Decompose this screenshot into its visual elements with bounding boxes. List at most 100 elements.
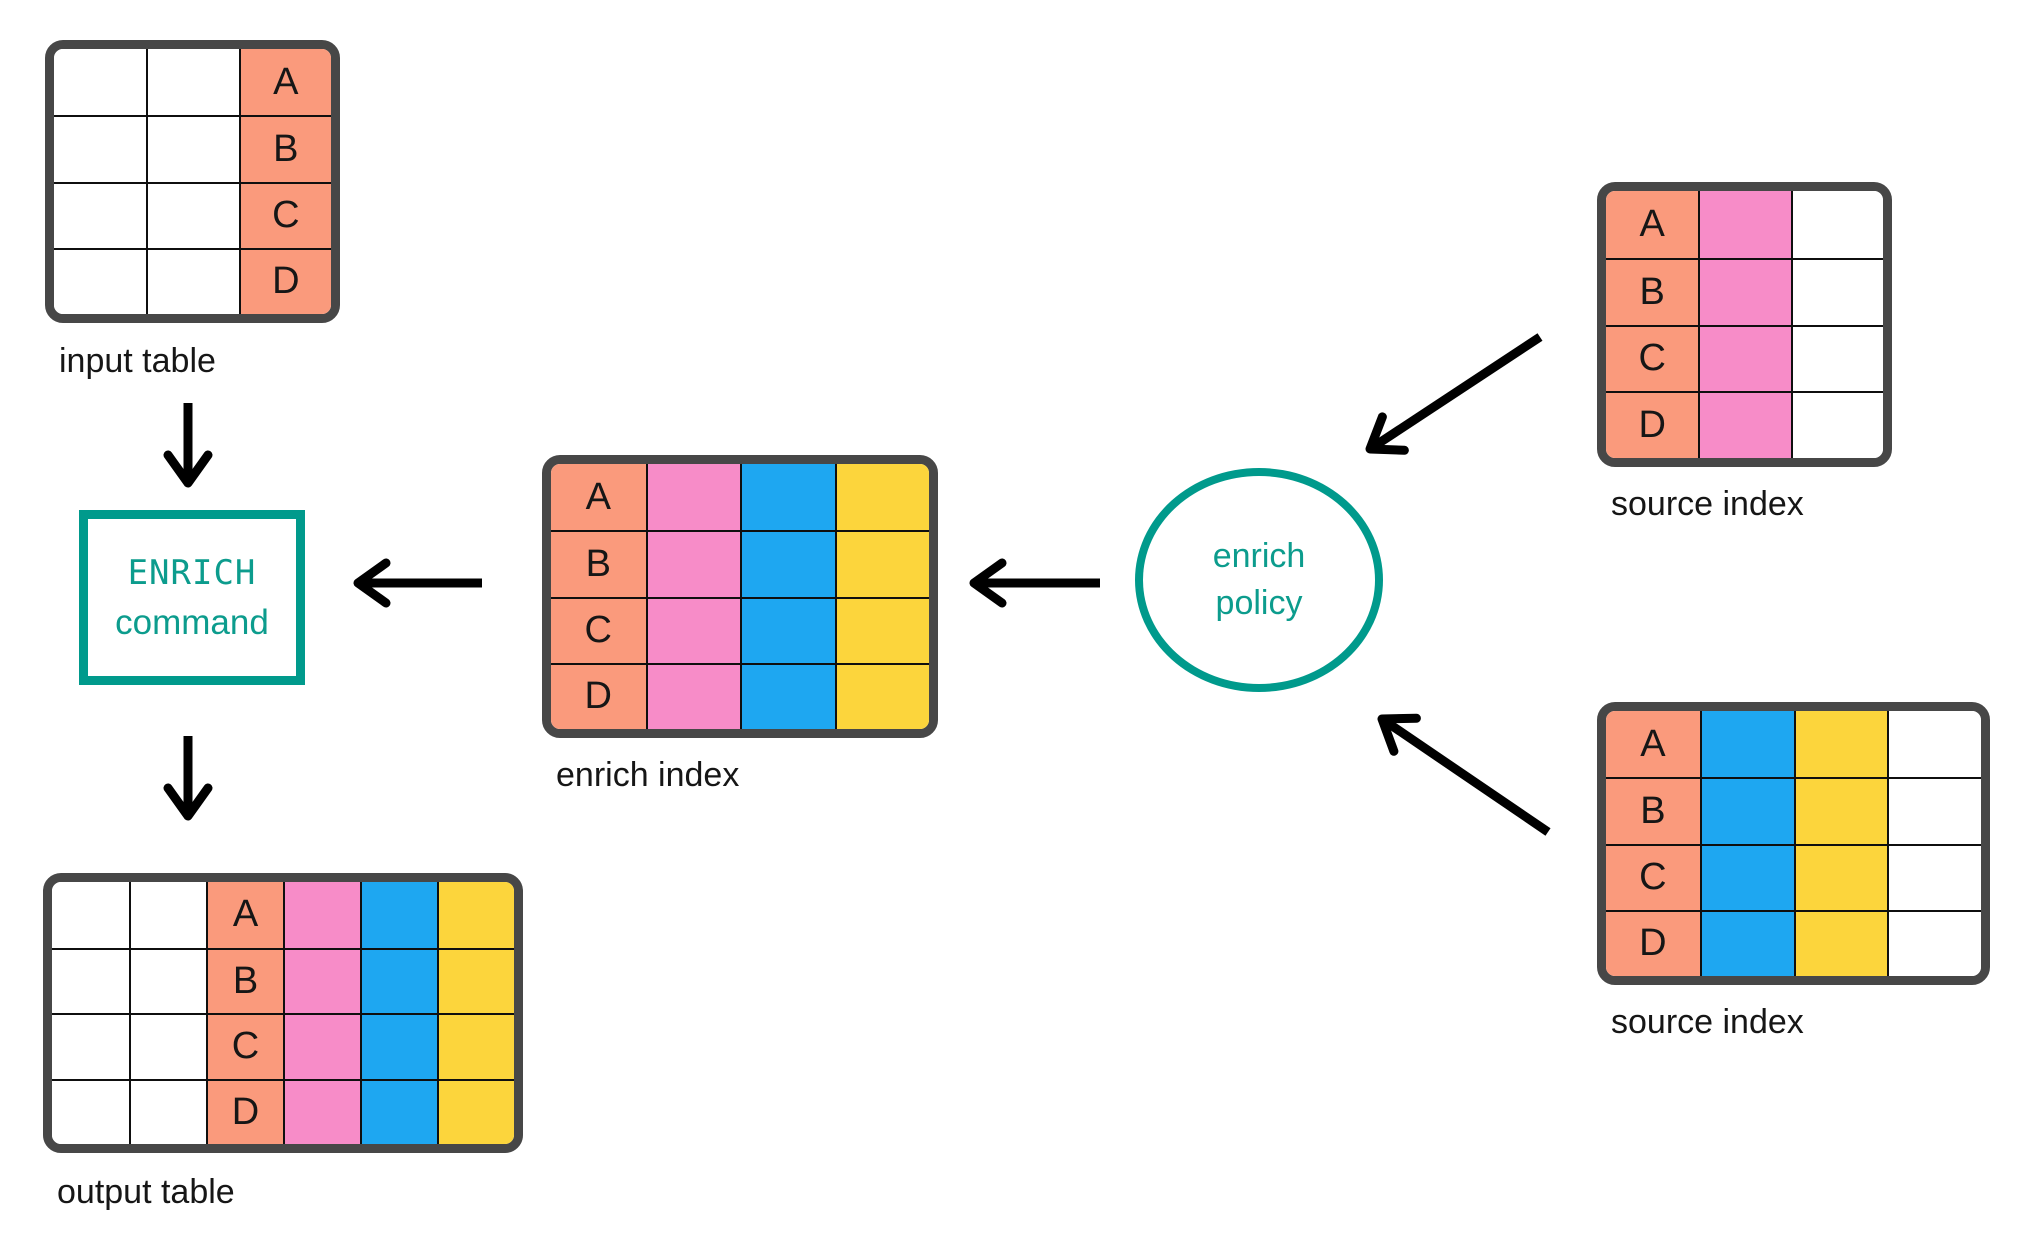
table-cell: [283, 1013, 360, 1079]
output-table-label: output table: [57, 1173, 235, 1211]
table-cell: [283, 1078, 360, 1144]
table-cell: [1887, 711, 1981, 778]
table-cell: [146, 247, 239, 314]
table-cell: A: [1606, 711, 1700, 778]
table-cell: C: [1606, 324, 1699, 392]
table-cell: B: [1606, 777, 1700, 844]
table-cell: [740, 464, 835, 531]
enrich-policy-word2: policy: [1215, 584, 1303, 622]
table-cell: [360, 1013, 437, 1079]
table-cell: A: [551, 464, 646, 531]
table-cell: [834, 530, 929, 597]
table-cell: [360, 1078, 437, 1144]
table-cell: [54, 49, 147, 116]
table-cell: [52, 882, 129, 948]
table-cell: [129, 947, 206, 1013]
table-cell: [645, 596, 740, 663]
enrich-command-word: command: [115, 602, 269, 642]
table-cell: [1790, 324, 1883, 392]
table-cell: [437, 947, 514, 1013]
table-cell: [283, 882, 360, 948]
table-cell: [1698, 324, 1791, 392]
table-cell: B: [551, 530, 646, 597]
table-cell: [146, 181, 239, 248]
table-cell: D: [1606, 391, 1699, 458]
table-cell: [52, 1013, 129, 1079]
table-cell: [129, 1013, 206, 1079]
table-cell: [1793, 711, 1888, 778]
table-cell: [645, 530, 740, 597]
table-cell: D: [551, 662, 646, 729]
table-cell: C: [1606, 843, 1700, 910]
table-cell: [1698, 257, 1791, 325]
table-cell: [54, 181, 147, 248]
table-cell: A: [206, 882, 283, 948]
table-cell: [1790, 257, 1883, 325]
table-cell: [54, 247, 147, 314]
table-cell: [283, 947, 360, 1013]
table-cell: [1887, 909, 1981, 976]
table-cell: [360, 947, 437, 1013]
table-cell: [1698, 391, 1791, 458]
table-cell: [834, 662, 929, 729]
table-cell: [645, 662, 740, 729]
table-cell: [129, 882, 206, 948]
table-cell: [1793, 909, 1888, 976]
table-cell: [740, 530, 835, 597]
table-cell: B: [238, 115, 331, 182]
table-cell: [740, 662, 835, 729]
source-index-bottom-label: source index: [1611, 1003, 1804, 1041]
table-cell: [740, 596, 835, 663]
table-cell: [129, 1078, 206, 1144]
table-cell: [52, 1078, 129, 1144]
enrich-index-table-label: enrich index: [556, 756, 740, 794]
table-cell: D: [206, 1078, 283, 1144]
table-cell: C: [206, 1013, 283, 1079]
table-cell: [146, 49, 239, 116]
table-cell: [146, 115, 239, 182]
table-cell: [1793, 777, 1888, 844]
arrow-source-bottom-to-policy: [1377, 713, 1551, 836]
table-cell: [52, 947, 129, 1013]
table-cell: [360, 882, 437, 948]
table-cell: [645, 464, 740, 531]
table-cell: B: [206, 947, 283, 1013]
table-cell: [834, 464, 929, 531]
table-cell: [1887, 777, 1981, 844]
table-cell: [437, 882, 514, 948]
enrich-command-keyword: ENRICH: [127, 552, 257, 593]
source-index-top-label: source index: [1611, 485, 1804, 523]
table-cell: B: [1606, 257, 1699, 325]
table-cell: [1699, 909, 1794, 976]
arrow-source-top-to-policy: [1365, 333, 1543, 455]
table-cell: [1698, 191, 1791, 258]
table-cell: [437, 1078, 514, 1144]
table-cell: [1793, 843, 1888, 910]
table-cell: [1699, 711, 1794, 778]
table-cell: A: [1606, 191, 1699, 258]
table-cell: A: [238, 49, 331, 116]
table-cell: [1790, 391, 1883, 458]
table-cell: [834, 596, 929, 663]
enrich-policy-node: enrich policy: [1135, 468, 1383, 692]
table-cell: [1887, 843, 1981, 910]
table-cell: [1699, 777, 1794, 844]
input-table-label: input table: [59, 342, 216, 380]
table-cell: D: [238, 247, 331, 314]
table-cell: [437, 1013, 514, 1079]
table-cell: [54, 115, 147, 182]
table-cell: [1790, 191, 1883, 258]
table-cell: [1699, 843, 1794, 910]
table-cell: C: [551, 596, 646, 663]
